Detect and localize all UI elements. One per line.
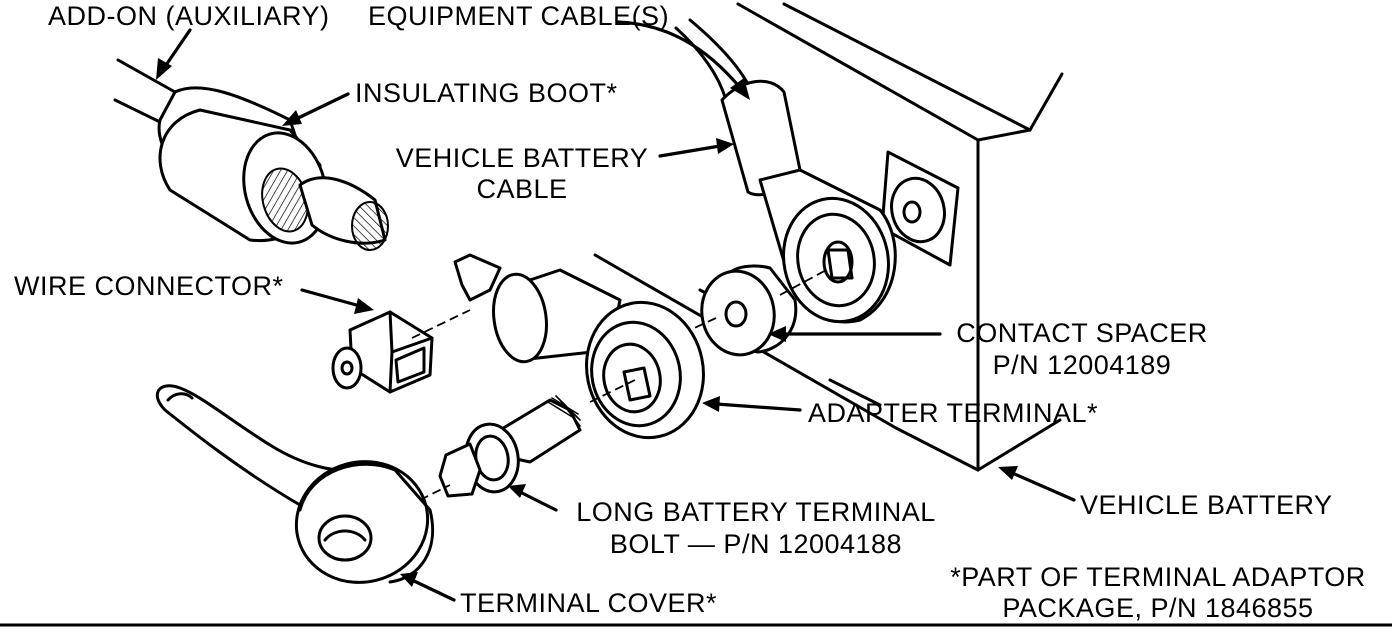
label-add-on-cable: ADD-ON (AUXILIARY) xyxy=(48,1,330,31)
label-vehicle-battery-cable-line2: CABLE xyxy=(476,174,568,204)
terminal-cover-drawing xyxy=(155,384,435,584)
label-vehicle-battery-cable-line1: VEHICLE BATTERY xyxy=(395,143,649,173)
label-contact-spacer-line1: CONTACT SPACER xyxy=(956,318,1208,348)
footnote-line2: PACKAGE, P/N 1846855 xyxy=(1002,593,1314,623)
label-insulating-boot: INSULATING BOOT* xyxy=(355,78,618,108)
label-terminal-cover: TERMINAL COVER* xyxy=(460,588,718,618)
wire-connector-drawing xyxy=(331,310,434,394)
footnote-line1: *PART OF TERMINAL ADAPTOR xyxy=(950,562,1366,592)
leader-lines xyxy=(156,20,1076,602)
label-vehicle-battery: VEHICLE BATTERY xyxy=(1080,490,1333,520)
label-equipment-cable: EQUIPMENT CABLE(S) xyxy=(368,1,670,31)
long-bolt-drawing xyxy=(438,395,582,498)
label-adapter-terminal: ADAPTER TERMINAL* xyxy=(808,398,1099,428)
battery-post-pad xyxy=(880,150,960,267)
label-long-battery-terminal-bolt-line1: LONG BATTERY TERMINAL xyxy=(576,497,936,527)
adapter-terminal-drawing xyxy=(453,253,705,440)
aux-cable-boot-drawing xyxy=(113,58,389,251)
contact-spacer-drawing xyxy=(700,264,798,357)
label-contact-spacer-line2: P/N 12004189 xyxy=(992,350,1172,380)
label-wire-connector: WIRE CONNECTOR* xyxy=(14,271,284,301)
assembly-center-lines xyxy=(411,267,979,501)
label-long-battery-terminal-bolt-line2: BOLT — P/N 12004188 xyxy=(609,529,903,559)
vehicle-battery-cable-drawing xyxy=(674,18,897,324)
